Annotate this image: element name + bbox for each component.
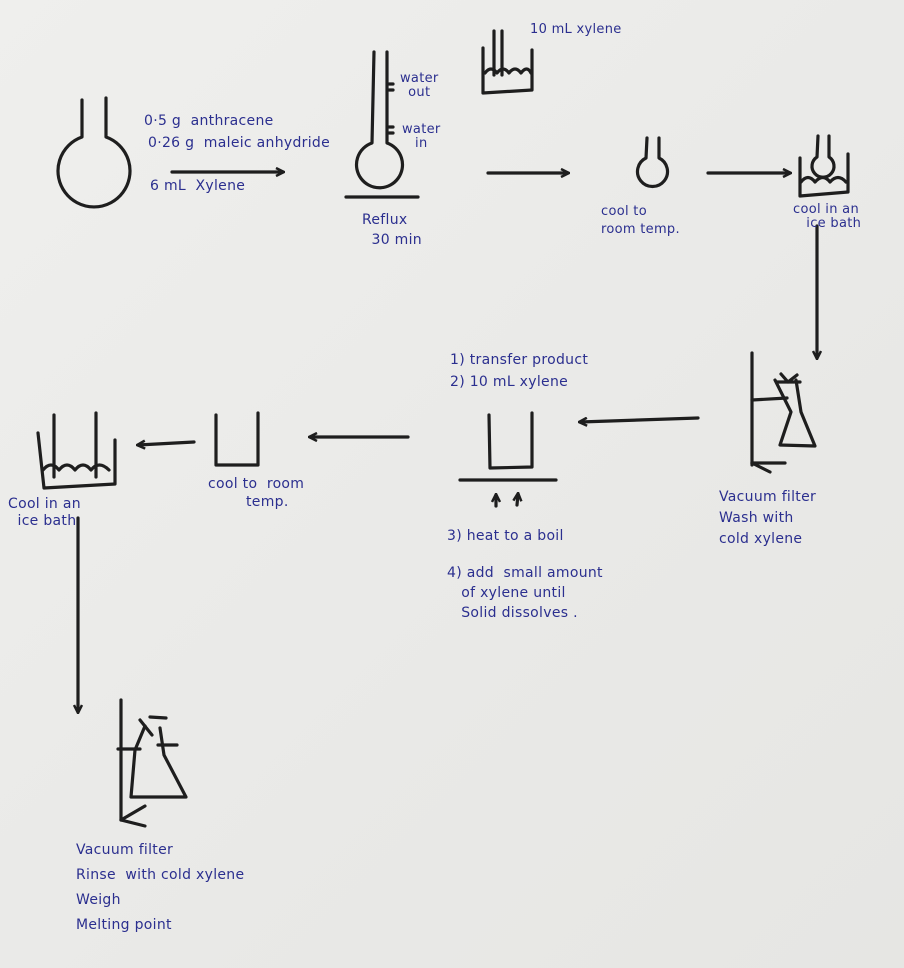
ice-bath-caption-2: Cool in an ice bath [8,496,81,529]
arrow-to-ice-bath-2 [138,442,196,445]
heat-to-boil-note: 3) heat to a boil [447,528,564,544]
beaker-in-ice-bath-icon [36,411,117,490]
flask-in-ice-bath-icon [798,134,850,198]
beaker-on-hotplate-icon [458,411,558,508]
beaker-icon [214,411,260,467]
xylene-10ml-label: 10 mL xylene [530,22,622,37]
add-xylene-note: 4) add small amount of xylene until Soli… [447,565,603,621]
vacuum-filter-icon [750,351,817,474]
recrystallize-top-notes: 1) transfer product 2) 10 mL xylene [450,352,589,390]
water-out-label: water out [400,71,439,100]
round-bottom-flask-icon [56,96,132,209]
arrow-to-beaker [580,416,700,422]
reflux-condenser-icon [344,50,420,199]
reagent-anthracene: 0·5 g anthracene [144,113,274,129]
ice-bath-beaker-icon [481,29,534,95]
final-vacuum-filter-caption: Vacuum filter Rinse with cold xylene Wei… [76,842,245,933]
water-in-label: water in [402,122,441,151]
reagent-maleic-anhydride: 0·26 g maleic anhydride [148,135,331,151]
reflux-caption: Reflux 30 min [362,212,422,248]
cool-room-temp-caption: cool to room temp. [601,204,680,237]
vacuum-filter-icon-2 [116,698,188,828]
vacuum-filter-caption: Vacuum filter Wash with cold xylene [719,489,817,547]
ice-bath-caption: cool in an ice bath [793,202,862,231]
cool-room-temp-caption-2: cool to room temp. [208,476,305,510]
small-flask-icon [635,136,670,189]
solvent-xylene: 6 mL Xylene [150,178,246,194]
